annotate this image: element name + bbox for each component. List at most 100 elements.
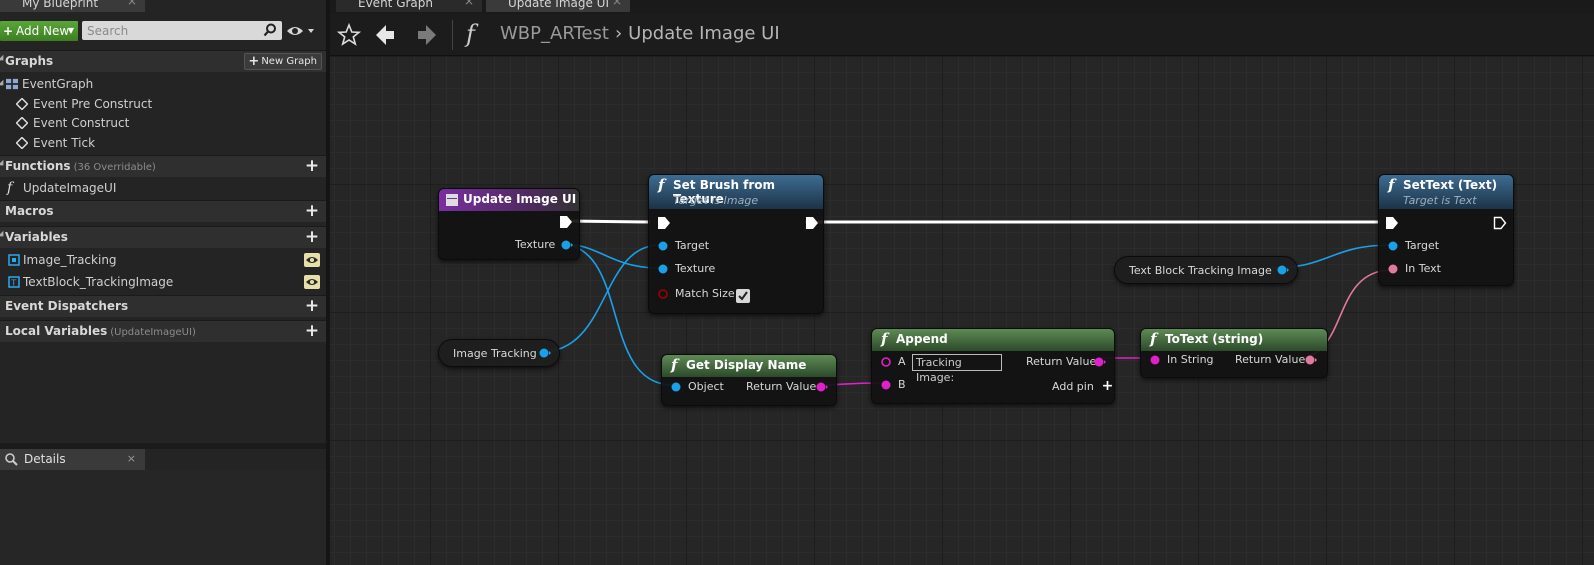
graph-item-eventgraph[interactable]: EventGraph [0, 74, 326, 94]
graphs-section-header[interactable]: Graphs + New Graph [0, 50, 326, 72]
variable-node-text-block-tracking-image[interactable]: Text Block Tracking Image [1114, 256, 1298, 284]
object-pin-icon[interactable] [670, 381, 682, 393]
variable-item-label: Image_Tracking [23, 253, 117, 267]
add-new-label: Add New [16, 24, 70, 38]
view-options-eye-icon[interactable] [286, 22, 318, 40]
section-title: Local Variables(UpdateImageUI) [5, 324, 196, 338]
search-input[interactable] [82, 21, 262, 40]
favorite-star-icon[interactable] [336, 22, 362, 48]
add-function-button[interactable]: + [304, 156, 320, 176]
variables-section-header[interactable]: Variables + [0, 226, 326, 248]
function-item-updateimageui[interactable]: f UpdateImageUI [0, 178, 326, 198]
visibility-eye-icon[interactable] [304, 253, 320, 267]
event-dispatchers-section-header[interactable]: Event Dispatchers + [0, 295, 326, 317]
pin-label: Return Value [1235, 353, 1306, 366]
pin-label: A [898, 355, 906, 368]
append-a-input[interactable]: Tracking Image: [912, 354, 1002, 384]
close-icon[interactable]: × [463, 0, 474, 8]
visibility-eye-icon[interactable] [304, 275, 320, 289]
text-pin-icon[interactable] [1305, 354, 1317, 366]
exec-out-pin-icon[interactable] [805, 216, 819, 230]
node-settext[interactable]: f SetText (Text) Target is Text Target I… [1378, 174, 1514, 286]
forward-arrow-icon[interactable] [414, 22, 440, 48]
add-variable-button[interactable]: + [304, 227, 320, 247]
string-pin-icon[interactable] [1094, 356, 1106, 368]
my-blueprint-panel: My Blueprint × + Add New ▼ Graphs + New … [0, 0, 326, 565]
node-title: Get Display Name [686, 358, 807, 372]
panel-splitter[interactable] [0, 443, 326, 449]
graph-item-event-pre-construct[interactable]: Event Pre Construct [0, 94, 326, 114]
add-macro-button[interactable]: + [304, 201, 320, 221]
bool-pin-icon[interactable] [657, 288, 669, 300]
exec-in-pin-icon[interactable] [657, 216, 671, 230]
macros-section-header[interactable]: Macros + [0, 200, 326, 222]
node-append[interactable]: f Append A Tracking Image: Return Value … [871, 328, 1115, 404]
back-arrow-icon[interactable] [372, 22, 398, 48]
pin-label: Target [1405, 239, 1440, 252]
string-pin-icon[interactable] [1149, 354, 1161, 366]
string-pin-icon[interactable] [880, 356, 892, 368]
entry-node-update-image-ui[interactable]: Update Image UI Texture [438, 188, 580, 260]
match-size-checkbox[interactable] [736, 289, 750, 303]
node-title: Update Image UI [463, 192, 577, 206]
exec-out-pin-icon[interactable] [1493, 216, 1507, 230]
node-title: ToText (string) [1165, 332, 1264, 346]
text-pin-icon[interactable] [1387, 263, 1399, 275]
exec-in-pin-icon[interactable] [1385, 216, 1399, 230]
functions-section-header[interactable]: Functions(36 Overridable) + [0, 155, 326, 177]
breadcrumb-root[interactable]: WBP_ARTest [500, 23, 609, 44]
node-set-brush-from-texture[interactable]: f Set Brush from Texture Target is Image… [648, 174, 824, 314]
event-diamond-icon [16, 137, 28, 149]
add-local-variable-button[interactable]: + [304, 321, 320, 341]
section-title-text: Functions [5, 159, 71, 173]
search-icon[interactable] [263, 23, 277, 37]
tab-details[interactable]: Details × [0, 449, 145, 470]
function-icon: f [1150, 330, 1157, 348]
graph-item-event-construct[interactable]: Event Construct [0, 113, 326, 133]
object-pin-icon[interactable] [1387, 240, 1399, 252]
local-variables-section-header[interactable]: Local Variables(UpdateImageUI) + [0, 320, 326, 342]
add-pin-button[interactable]: Add pin + [1052, 378, 1113, 394]
new-graph-button[interactable]: + New Graph [244, 53, 322, 70]
node-header: f Append [872, 329, 1114, 351]
string-pin-icon[interactable] [880, 379, 892, 391]
exec-out-pin-icon[interactable] [559, 215, 573, 229]
node-title: Set Brush from Texture [673, 178, 776, 206]
object-pin-icon[interactable] [539, 347, 551, 359]
object-pin-icon[interactable] [1277, 264, 1289, 276]
variable-node-image-tracking[interactable]: Image Tracking [438, 339, 560, 367]
section-title: Functions(36 Overridable) [5, 159, 156, 173]
object-pin-icon[interactable] [657, 263, 669, 275]
node-header: f Get Display Name [662, 355, 836, 377]
pin-label: Texture [675, 262, 716, 275]
function-icon: f [658, 176, 665, 194]
image-variable-icon [8, 254, 20, 266]
string-pin-icon[interactable] [816, 381, 828, 393]
search-box [82, 21, 282, 40]
add-new-button[interactable]: + Add New ▼ [0, 21, 78, 41]
graph-item-label: Event Tick [33, 136, 96, 150]
details-tab-label: Details [24, 452, 66, 466]
chevron-down-icon: ▼ [67, 26, 74, 35]
graph-item-label: Event Construct [33, 116, 130, 130]
graph-item-event-tick[interactable]: Event Tick [0, 133, 326, 153]
function-icon: f [671, 356, 678, 374]
node-subtitle: Target is Text [1403, 194, 1477, 207]
graph-item-label: Event Pre Construct [33, 97, 153, 111]
variable-item-image-tracking[interactable]: Image_Tracking [0, 250, 326, 270]
tab-label: Update Image UI [508, 0, 609, 10]
node-totext-string[interactable]: f ToText (string) In String Return Value [1140, 328, 1328, 378]
object-pin-icon[interactable] [657, 240, 669, 252]
node-get-display-name[interactable]: f Get Display Name Object Return Value [661, 354, 837, 406]
add-event-dispatcher-button[interactable]: + [304, 296, 320, 316]
close-icon[interactable]: × [611, 0, 622, 8]
section-title: Event Dispatchers [5, 299, 129, 313]
tab-my-blueprint[interactable]: My Blueprint × [0, 0, 145, 12]
section-title-text: Local Variables [5, 324, 108, 338]
variable-item-textblock-trackingimage[interactable]: T TextBlock_TrackingImage [0, 272, 326, 292]
tab-update-image-ui[interactable]: Update Image UI × [486, 0, 630, 12]
close-icon[interactable]: × [126, 0, 137, 8]
close-icon[interactable]: × [126, 452, 136, 465]
tab-event-graph[interactable]: Event Graph × [336, 0, 482, 12]
object-pin-icon[interactable] [561, 239, 573, 251]
